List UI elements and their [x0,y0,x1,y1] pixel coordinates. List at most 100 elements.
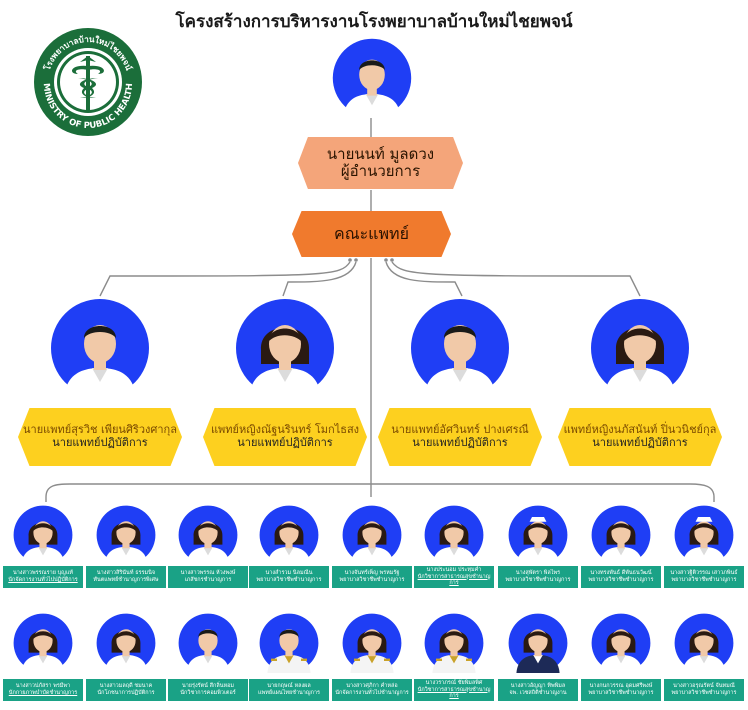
staff-avatar [674,613,734,673]
staff-role: ทันตแพทย์ชำนาญการพิเศษ [93,577,159,583]
director-name: นายนนท์ มูลดวง [326,144,435,163]
staff-label: นางสาวพรรณราย บุญแท้นักจัดการงานทั่วไปปฏ… [3,566,83,588]
staff-avatar [178,505,238,565]
medical-staff-label: คณะแพทย์ [334,223,409,243]
director-title: ผู้อำนวยการ [340,162,421,180]
staff-label: นางสาวฐิติวรรณ เสาวภพินธ์พยาบาลวิชาชีพชำ… [664,566,744,588]
staff-avatar [591,613,651,673]
staff-name: นางจันทร์เพ็ญ พรหมรัฐ [344,570,400,577]
staff-role: นักวิชาการสาธารณสุขชำนาญการ [417,686,491,700]
doctor-branch-right [391,261,641,297]
staff-role: จพ. เวชสถิติชำนาญงาน [509,690,567,696]
doctor-avatar [410,298,510,398]
staff-label: นางสุพัตรา พิลไพรพยาบาลวิชาชีพชำนาญการ [498,566,578,588]
staff-label: นายรุ่งรัตน์ สีกลิ่นหอมนักวิชาการคอมพิวเ… [168,679,248,701]
person-photo-icon [424,505,484,565]
person-photo-icon [674,613,734,673]
person-photo-icon [178,505,238,565]
staff-label: นางสาวอรุณรัตน์ จันทมณีพยาบาลวิชาชีพชำนา… [664,679,744,701]
ministry-of-public-health-logo: โรงพยาบาลบ้านใหม่ไชยพจน์ MINISTRY OF PUB… [34,28,142,136]
staff-label: นางกนกวรรณ อุดมศรีพงษ์พยาบาลวิชาชีพชำนาญ… [581,679,661,701]
staff-avatar [13,613,73,673]
director-box: นายนนท์ มูลดวง ผู้อำนวยการ [298,137,463,189]
staff-name: นางสาวปภัสรา พรมีพา [15,683,71,690]
staff-avatar [508,505,568,565]
person-photo-icon [51,299,149,398]
staff-avatar [96,613,156,673]
person-photo-icon [342,613,402,673]
doctor-avatar [235,298,335,398]
staff-label: นางประนอม ประทุมคำนักวิชาการสาธารณสุขชำน… [414,566,494,588]
staff-name: นางสาวอัญญา ทิพพิมล [510,683,566,690]
staff-role: นักโภชนาการปฏิบัติการ [97,690,155,696]
connector-arrowheads [348,258,394,262]
staff-name: นางสาวฐิติวรรณ เสาวภพินธ์ [670,570,738,577]
staff-avatar [13,505,73,565]
staff-avatar [674,505,734,565]
staff-label: นางสาวปภัสรา พรมีพานักกายภาพบำบัดชำนาญกา… [3,679,83,701]
doctor-name: แพทย์หญิงณัฐนรินทร์ โมกไธสง [210,423,360,437]
person-photo-icon [259,613,319,673]
staff-name: นายรุ่งรัตน์ สีกลิ่นหอม [181,683,235,690]
person-photo-icon [342,505,402,565]
staff-label: นายกฤษณ์ หลงผลแพทย์แผนไทยชำนาญการ [249,679,329,701]
person-photo-icon [96,505,156,565]
doctor-name: แพทย์หญิงนภัสนันท์ ปิ่นวนิชย์กุล [563,423,717,437]
staff-avatar [424,505,484,565]
staff-name: นางสาวมลฤดี ชมนาค [99,683,153,690]
doctor-label-box: นายแพทย์สุรวิช เพียนศิริวงศากุลนายแพทย์ป… [18,408,182,466]
person-photo-icon [591,299,689,398]
staff-name: นางสาวพรรณ ห้วงพงษ์ [180,570,236,577]
staff-name: นางสุพัตรา พิลไพร [515,570,561,577]
doctor-branch-mid-right [385,261,463,297]
doctor-role: นายแพทย์ปฏิบัติการ [52,436,148,449]
staff-name: นางสาวอรุณรัตน์ จันทมณี [673,683,735,690]
staff-name: นางประนอม ประทุมคำ [426,567,482,574]
doctor-label-box: แพทย์หญิงณัฐนรินทร์ โมกไธสงนายแพทย์ปฏิบั… [203,408,367,466]
doctor-role: นายแพทย์ปฏิบัติการ [237,436,333,449]
person-photo-icon [178,613,238,673]
staff-avatar [342,613,402,673]
staff-role: เภสัชกรชำนาญการ [184,577,232,583]
person-photo-icon [674,505,734,565]
staff-role: นักกายภาพบำบัดชำนาญการ [8,690,78,696]
person-photo-icon [332,38,412,118]
staff-name: นางสำรวม นิลมณีน [265,570,313,577]
medical-staff-box: คณะแพทย์ [292,211,451,257]
connector-arrowhead [354,258,358,262]
staff-role: นักจัดการงานทั่วไปปฏิบัติการ [8,577,78,583]
staff-name: นางสาวศุภิกา คำหล่อ [346,683,398,690]
staff-label: นางสาวศุภิกา คำหล่อนักจัดการงานทั่วไปชำน… [332,679,412,701]
doctor-role: นายแพทย์ปฏิบัติการ [592,436,688,449]
doctor-avatar [50,298,150,398]
doctor-name: นายแพทย์สุรวิช เพียนศิริวงศากุล [23,423,177,437]
staff-label: นางวราภรณ์ ชัยพิมลพิศนักวิชาการสาธารณสุข… [414,679,494,701]
staff-avatar [178,613,238,673]
staff-role: พยาบาลวิชาชีพชำนาญการ [505,577,571,583]
staff-name: นางทรงพันธ์ ดีพันธนวัฒน์ [590,570,652,577]
staff-role: นักวิชาการสาธารณสุขชำนาญการ [417,573,491,587]
person-photo-icon [236,299,334,398]
person-photo-icon [259,505,319,565]
staff-label: นางสาวสิรินันท์ ธรรมนิจทันตแพทย์ชำนาญการ… [86,566,166,588]
person-photo-icon [508,505,568,565]
staff-role: พยาบาลวิชาชีพชำนาญการ [671,690,737,696]
connector-arrowhead [390,258,394,262]
doctor-label-box: แพทย์หญิงนภัสนันท์ ปิ่นวนิชย์กุลนายแพทย์… [558,408,722,466]
staff-name: นางกนกวรรณ อุดมศรีพงษ์ [589,683,653,690]
staff-role: พยาบาลวิชาชีพชำนาญการ [671,577,737,583]
staff-label: นางจันทร์เพ็ญ พรหมรัฐพยาบาลวิชาชีพชำนาญก… [332,566,412,588]
person-photo-icon [591,613,651,673]
staff-name: นางสาวสิรินันท์ ธรรมนิจ [96,570,156,577]
staff-avatar [96,505,156,565]
staff-avatar [259,505,319,565]
doctor-branch-mid-left [282,261,357,297]
staff-name: นางวราภรณ์ ชัยพิมลพิศ [425,680,483,687]
staff-label: นางสาวอัญญา ทิพพิมลจพ. เวชสถิติชำนาญงาน [498,679,578,701]
staff-role: พยาบาลวิชาชีพชำนาญการ [256,577,322,583]
staff-label: นางสาวมลฤดี ชมนาคนักโภชนาการปฏิบัติการ [86,679,166,701]
staff-label: นางทรงพันธ์ ดีพันธนวัฒน์พยาบาลวิชาชีพชำน… [581,566,661,588]
doctor-label-box: นายแพทย์อัศวินทร์ ปางเศรณีนายแพทย์ปฏิบัต… [378,408,542,466]
person-photo-icon [508,613,568,673]
